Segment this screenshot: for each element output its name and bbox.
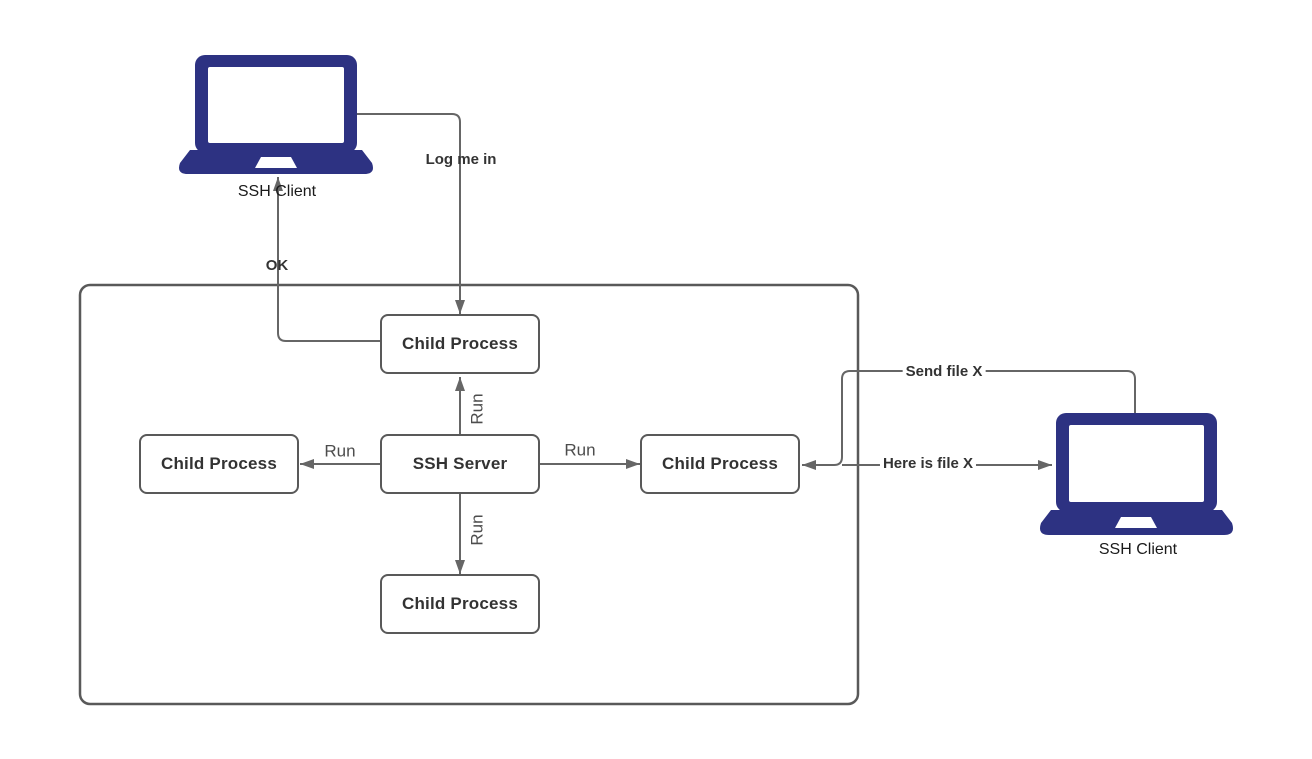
node-label: Child Process: [402, 334, 518, 353]
edge-label-run-left: Run: [324, 441, 356, 461]
node-ssh-server: SSH Server: [380, 434, 540, 494]
laptop-icon-left: [179, 55, 373, 174]
node-label: Child Process: [402, 594, 518, 613]
server-host-container: [78, 283, 860, 706]
edge-label-run-bottom: Run: [467, 514, 487, 546]
laptop-icon-right: [1040, 413, 1233, 535]
edge-label-log-me-in: Log me in: [425, 150, 497, 168]
node-label: Child Process: [662, 454, 778, 473]
edge-label-run-top: Run: [467, 393, 487, 425]
edge-log-me-in: [357, 113, 465, 314]
edge-send-file: [802, 370, 1136, 470]
edge-label-ok: OK: [265, 256, 289, 274]
node-child-process-right: Child Process: [640, 434, 800, 494]
ssh-client-left-label: SSH Client: [237, 183, 317, 201]
edge-label-here-is-file: Here is file X: [879, 455, 977, 473]
node-child-process-bottom: Child Process: [380, 574, 540, 634]
edge-ok: [273, 177, 380, 342]
node-label: Child Process: [161, 454, 277, 473]
node-child-process-top: Child Process: [380, 314, 540, 374]
edge-label-run-right: Run: [564, 440, 596, 460]
edge-label-send-file: Send file X: [902, 363, 986, 381]
node-label: SSH Server: [412, 454, 508, 473]
ssh-client-right-label: SSH Client: [1098, 541, 1178, 559]
node-child-process-left: Child Process: [139, 434, 299, 494]
